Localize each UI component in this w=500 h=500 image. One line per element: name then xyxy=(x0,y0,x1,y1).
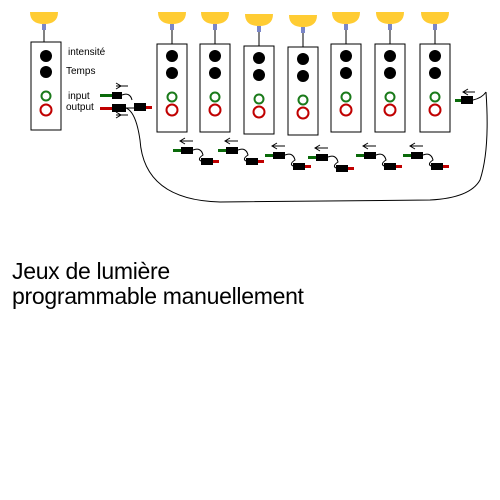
jack-connector-icon xyxy=(100,82,133,101)
light-bulb-icon xyxy=(289,15,317,47)
output-led-icon xyxy=(208,103,222,117)
light-module xyxy=(419,12,451,133)
jack-connector-icon xyxy=(455,88,487,104)
modules xyxy=(156,12,451,136)
light-bulb-icon xyxy=(201,12,229,44)
controller-unit: intensité Temps input output xyxy=(30,12,152,131)
output-led-icon xyxy=(165,103,179,117)
knob-icon xyxy=(297,53,309,65)
output-led-icon xyxy=(428,103,442,117)
knob-icon xyxy=(253,69,265,81)
knob-icon xyxy=(384,67,396,79)
knob2-label: Temps xyxy=(66,66,95,77)
light-module xyxy=(199,12,231,133)
knob-icon xyxy=(40,50,52,62)
light-bulb-icon xyxy=(421,12,449,44)
jack-connector-icon xyxy=(265,142,311,170)
knob-icon xyxy=(166,67,178,79)
output-led-icon xyxy=(339,103,353,117)
light-module xyxy=(287,15,319,136)
input-led-icon xyxy=(384,91,396,103)
knob-icon xyxy=(384,50,396,62)
light-module xyxy=(374,12,406,133)
jack-connector-icon xyxy=(403,142,449,170)
output-label: output xyxy=(66,102,94,113)
jack-connector-icon xyxy=(356,142,402,170)
knob-icon xyxy=(340,50,352,62)
knob-icon xyxy=(40,66,52,78)
input-led-icon xyxy=(40,90,52,102)
light-module xyxy=(243,14,275,135)
knob1-label: intensité xyxy=(68,47,106,58)
light-bulb-icon xyxy=(30,12,58,42)
output-led-icon xyxy=(252,105,266,119)
return-cable xyxy=(125,91,488,203)
input-led-icon xyxy=(253,93,265,105)
jack-connector-icon xyxy=(218,137,264,165)
input-label: input xyxy=(68,91,90,102)
knob-icon xyxy=(166,50,178,62)
knob-icon xyxy=(209,50,221,62)
cable-jacks xyxy=(173,137,449,172)
knob-icon xyxy=(209,67,221,79)
output-led-icon xyxy=(39,103,53,117)
knob-icon xyxy=(340,67,352,79)
input-led-icon xyxy=(297,94,309,106)
light-bulb-icon xyxy=(332,12,360,44)
input-led-icon xyxy=(166,91,178,103)
diagram-title-line2: programmable manuellement xyxy=(12,283,304,309)
diagram-title-line1: Jeux de lumière xyxy=(12,258,170,284)
light-bulb-icon xyxy=(376,12,404,44)
knob-icon xyxy=(297,70,309,82)
output-led-icon xyxy=(383,103,397,117)
input-led-icon xyxy=(429,91,441,103)
light-module xyxy=(330,12,362,133)
jack-connector-icon xyxy=(308,144,354,172)
jack-connector-icon xyxy=(100,103,152,119)
knob-icon xyxy=(429,67,441,79)
jack-connector-icon xyxy=(173,137,219,165)
knob-icon xyxy=(429,50,441,62)
output-led-icon xyxy=(296,106,310,120)
light-bulb-icon xyxy=(158,12,186,44)
knob-icon xyxy=(253,52,265,64)
input-led-icon xyxy=(340,91,352,103)
module-box xyxy=(374,43,406,133)
input-led-icon xyxy=(209,91,221,103)
light-module xyxy=(156,12,188,133)
light-bulb-icon xyxy=(245,14,273,46)
